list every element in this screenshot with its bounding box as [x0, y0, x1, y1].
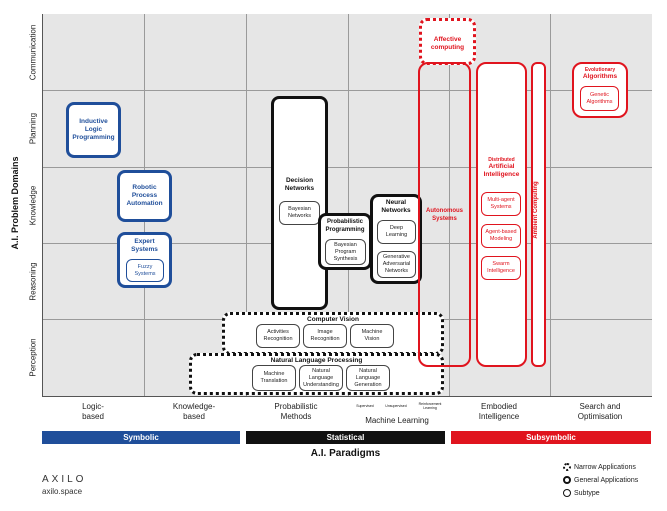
grid-line: [246, 14, 247, 396]
subtype-bayesian-networks: Bayesian Networks: [279, 201, 320, 225]
ml-subtype-supervised: Supervised: [356, 404, 374, 408]
node-inductive-logic-programming: Inductive Logic Programming: [66, 102, 121, 158]
grid-line: [348, 14, 349, 396]
subtype-genetic-algorithms: Genetic Algorithms: [580, 86, 619, 111]
dotted-circle-icon: [563, 463, 571, 471]
subtype-gan: Generative Adversarial Networks: [377, 251, 416, 278]
ml-subtype-rl: Reinforcement Learning: [418, 402, 442, 410]
legend-narrow: Narrow Applications: [563, 463, 636, 471]
brand-url: axilo.space: [42, 487, 83, 496]
bold-circle-icon: [563, 476, 571, 484]
subtype-deep-learning: Deep Learning: [377, 220, 416, 244]
node-expert-systems: Expert Systems Fuzzy Systems: [117, 232, 172, 288]
thin-circle-icon: [563, 489, 571, 497]
ml-subtype-unsupervised: Unsupervised: [385, 404, 407, 408]
subtype-swarm-intelligence: Swarm Intelligence: [481, 256, 521, 280]
node-distributed-ai: Distributed Artificial Intelligence Mult…: [476, 62, 527, 367]
legend-subtype: Subtype: [563, 489, 600, 497]
bar-symbolic: Symbolic: [42, 431, 240, 444]
grid-line: [43, 90, 652, 91]
grid-line: [550, 14, 551, 396]
subtype-nlg: Natural Language Generation: [346, 365, 390, 391]
x-axis-title: A.I. Paradigms: [310, 448, 381, 459]
bar-subsymbolic: Subsymbolic: [451, 431, 651, 444]
brand-logo: AXILO: [42, 474, 87, 485]
subtype-bayesian-program-synthesis: Bayesian Program Synthesis: [325, 239, 366, 265]
node-autonomous-systems: Autonomous Systems: [418, 62, 471, 367]
subtype-agent-based-modeling: Agent-based Modeling: [481, 224, 521, 248]
x-label-search: Search and Optimisation: [577, 402, 623, 421]
node-neural-networks: Neural Networks Deep Learning Generative…: [370, 194, 422, 284]
x-label-logic: Logic- based: [82, 402, 104, 421]
subtype-multi-agent-systems: Multi-agent Systems: [481, 192, 521, 216]
grid-line: [449, 14, 450, 396]
x-label-embodied: Embodied Intelligence: [478, 402, 520, 421]
node-decision-networks: Decision Networks Bayesian Networks: [271, 96, 328, 310]
legend-general: General Applications: [563, 476, 638, 484]
subtype-fuzzy-systems: Fuzzy Systems: [126, 259, 164, 282]
subtype-nlu: Natural Language Understanding: [299, 365, 343, 391]
subtype-machine-translation: Machine Translation: [252, 365, 296, 391]
grid-line: [43, 167, 652, 168]
node-evolutionary-algorithms: Evolutionary Algorithms Genetic Algorith…: [572, 62, 628, 118]
x-label-ml: Machine Learning: [365, 416, 429, 425]
node-robotic-process-automation: Robotic Process Automation: [117, 170, 172, 222]
subtype-activities-recognition: Activities Recognition: [256, 324, 300, 348]
bar-statistical: Statistical: [246, 431, 445, 444]
subtype-machine-vision: Machine Vision: [350, 324, 394, 348]
node-affective-computing: Affective computing: [419, 18, 476, 65]
y-label-perception: Perception: [28, 338, 38, 377]
x-label-knowledge: Knowledge- based: [172, 402, 216, 421]
x-label-probabilistic: Probabilistic Methods: [274, 402, 318, 421]
subtype-image-recognition: Image Recognition: [303, 324, 347, 348]
y-axis-title: A.I. Problem Domains: [10, 156, 20, 250]
node-ambient-computing: Ambient Computing: [531, 62, 546, 367]
node-probabilistic-programming: Probabilistic Programming Bayesian Progr…: [318, 213, 372, 270]
